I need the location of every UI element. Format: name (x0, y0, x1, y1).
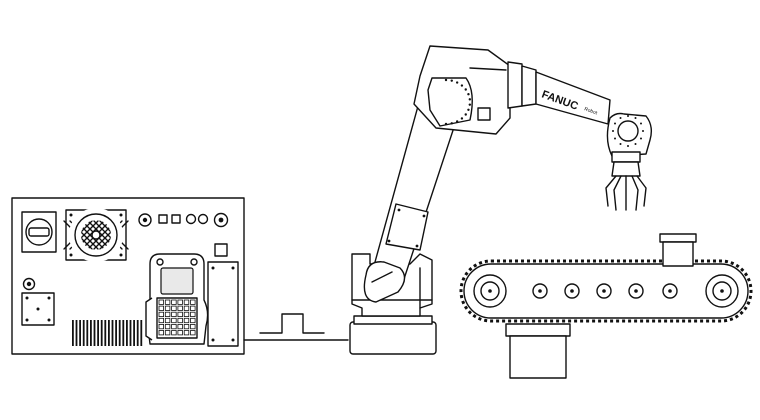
fan-icon (63, 208, 129, 262)
vent-slots (72, 320, 143, 346)
collection-bin (505, 323, 571, 379)
product-box-on-conveyor (659, 233, 697, 267)
panel-buttons (138, 212, 229, 257)
signal-pulse-icon (259, 313, 325, 334)
industrial-robot: FANUC Robot (349, 45, 653, 355)
teach-pendant (145, 253, 209, 345)
side-panel (207, 261, 239, 347)
pendant-screen (160, 267, 194, 295)
robot-forearm-ring (507, 61, 523, 109)
robot-model-label: Robot (583, 106, 598, 116)
power-switch-icon (21, 211, 57, 253)
robot-base (349, 321, 437, 355)
conveyor-idler-rollers (532, 283, 678, 299)
indicator-lamp (22, 277, 36, 291)
conveyor-belt (459, 259, 753, 323)
access-panel (21, 292, 55, 326)
robot-j2-cover (363, 261, 406, 303)
conveyor-roller-icon (473, 274, 739, 308)
gripper-icon (605, 161, 647, 211)
robot-controller-cabinet (11, 197, 245, 355)
